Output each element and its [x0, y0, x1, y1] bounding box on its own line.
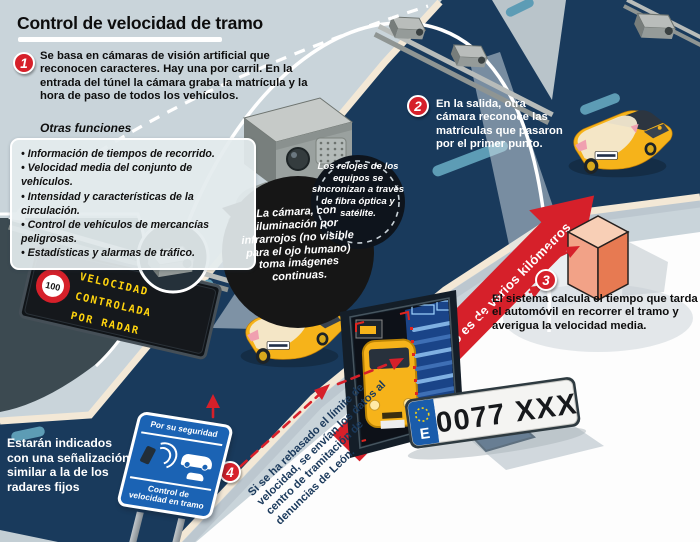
step-badge-1: 1 [13, 52, 35, 74]
cabinet-shadow [622, 240, 668, 296]
tunnel-portal-arc [176, 21, 551, 333]
white-dashed-guide [16, 4, 429, 214]
otras-funciones-heading: Otras funciones [40, 121, 132, 135]
step-badge-3: 3 [535, 269, 557, 291]
motorbike-silhouette-icon [186, 471, 205, 482]
sync-note-circle [311, 155, 405, 249]
eu-stars-icon [414, 407, 430, 422]
title-underline [18, 37, 222, 42]
car-silhouette-icon [180, 452, 215, 471]
vms-sign: 100 VELOCIDAD CONTROLADA POR RADAR [18, 243, 222, 360]
page-title: Control de velocidad de tramo [17, 13, 264, 33]
step-3-text: El sistema calcula el tiempo que tarda e… [492, 293, 698, 332]
step-1-text: Se basa en cámaras de visión artificial … [40, 50, 308, 102]
list-item: Intensidad y características de la circu… [21, 190, 245, 218]
road-edge-right [174, 193, 700, 542]
footnote-text: Estarán indicados con una señalización s… [7, 436, 130, 494]
top-gantry [373, 24, 554, 126]
radar-beam-icon [144, 437, 183, 474]
step-badge-2: 2 [407, 95, 429, 117]
portal-wedge [492, 0, 566, 100]
step-badge-4: 4 [219, 461, 241, 483]
camera-lens [286, 147, 310, 171]
list-item: Velocidad media del conjunto de vehículo… [21, 161, 245, 189]
sync-note: Los relojes de los equipos se sincroniza… [311, 161, 405, 219]
corner-sliver [0, 530, 58, 542]
roadside-cabinet [566, 215, 630, 302]
list-item: Estadísticas y alarmas de tráfico. [21, 246, 245, 260]
license-plate: E 0077 XXX [405, 377, 587, 460]
list-item: Información de tiempos de recorrido. [21, 147, 245, 161]
step-2-text: En la salida, otra cámara reconoce las m… [436, 98, 563, 150]
speed-limit-badge [36, 268, 71, 303]
plate-country-code: E [419, 425, 431, 443]
list-item: Control de vehículos de mercancías pelig… [21, 218, 245, 246]
speed-limit-value: 100 [44, 280, 61, 293]
otras-funciones-box: Información de tiempos de recorrido. Vel… [10, 138, 256, 270]
